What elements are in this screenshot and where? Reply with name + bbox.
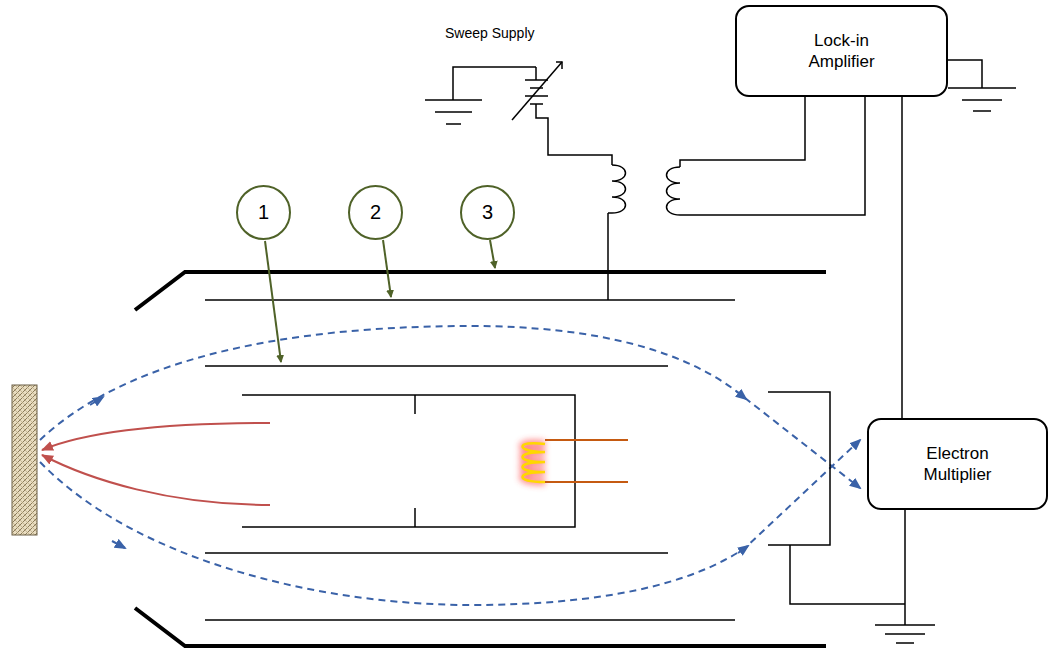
callout-text: 1 [258, 200, 269, 225]
sweep-circuit [453, 62, 626, 300]
outer-cylinder [205, 300, 735, 620]
ground-symbol [875, 625, 935, 643]
filament [523, 440, 629, 482]
electron-trajectory [40, 326, 860, 605]
component-label: Sweep Supply [445, 25, 535, 41]
signal-wire [901, 97, 903, 418]
callout-text: 2 [370, 200, 381, 225]
ground-symbol [425, 100, 482, 124]
callout-number: 3 [460, 185, 515, 240]
callout-number: 2 [348, 185, 403, 240]
callout-text: 3 [482, 200, 493, 225]
callout-leader [265, 240, 495, 362]
box-label: Lock-in Amplifier [782, 30, 902, 73]
electron-gun [242, 395, 575, 527]
primary-beam [42, 423, 270, 505]
callout-number: 1 [236, 185, 291, 240]
detector-box: Electron Multiplier [867, 418, 1048, 510]
trajectory-arrowhead [90, 391, 748, 553]
sample [12, 385, 37, 535]
instrument-box: Lock-in Amplifier [735, 5, 948, 97]
outer-housing [135, 272, 826, 646]
reference-coil [667, 97, 866, 215]
ground-symbol [948, 60, 1016, 111]
inner-cylinder [205, 366, 668, 553]
box-label: Electron Multiplier [893, 443, 1023, 486]
